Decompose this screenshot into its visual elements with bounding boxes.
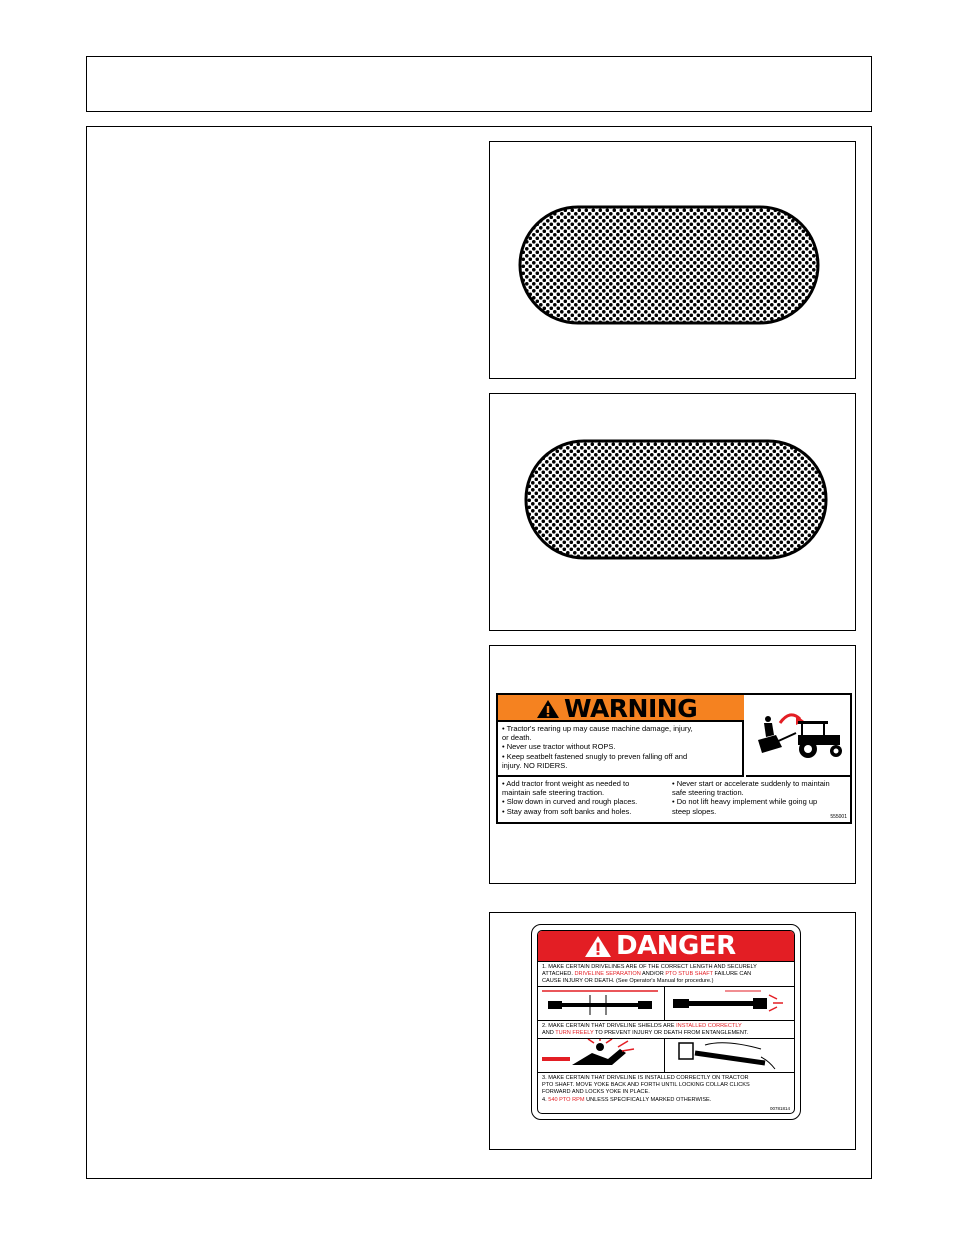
danger-text: UNLESS SPECIFICALLY MARKED OTHERWISE. <box>584 1097 712 1103</box>
danger-item-2-line-1: 2. MAKE CERTAIN THAT DRIVELINE SHIELDS A… <box>538 1023 794 1030</box>
danger-text: AND/OR <box>640 971 666 977</box>
driveline-icon <box>542 990 658 1015</box>
warning-left-line: • Slow down in curved and rough places. <box>502 797 638 807</box>
decal-panel-3: WARNING • Tractor's rearing up may cause… <box>489 645 856 884</box>
danger-text: AND <box>542 1030 556 1036</box>
entanglement-icon <box>542 1037 635 1065</box>
danger-title: DANGER <box>616 931 736 961</box>
danger-text: FORWARD AND LOCKS YOKE IN PLACE. <box>542 1089 650 1095</box>
warning-right-line: • Do not lift heavy implement while goin… <box>672 797 818 807</box>
danger-decal-code: 00781814 <box>769 1106 790 1111</box>
danger-text: FAILURE CAN <box>712 971 752 977</box>
danger-item-4-line-1: 4. 540 PTO RPM UNLESS SPECIFICALLY MARKE… <box>538 1097 794 1104</box>
driveline-shield-icon <box>678 1042 776 1070</box>
danger-text-red: DRIVELINE SEPARATION <box>574 971 641 977</box>
warning-decal-code: 555001 <box>830 814 847 820</box>
header-box <box>86 56 872 112</box>
danger-triangle-icon <box>585 936 611 957</box>
driveline-separation-pictogram <box>665 987 794 1020</box>
warning-line: • Tractor's rearing up may cause machine… <box>502 724 693 733</box>
danger-text: 4. <box>542 1097 549 1103</box>
danger-text: CAUSE INJURY OR DEATH. (See Operator's M… <box>542 978 714 984</box>
warning-left-line: • Add tractor front weight as needed to <box>502 779 630 788</box>
danger-text: 2. MAKE CERTAIN THAT DRIVELINE SHIELDS A… <box>542 1023 677 1029</box>
warning-triangle-icon <box>537 700 559 718</box>
warning-line: • Keep seatbelt fastened snugly to preve… <box>502 751 688 761</box>
danger-text-red: 540 PTO RPM <box>548 1097 585 1103</box>
driveline-separation-icon <box>673 990 783 1012</box>
driveline-length-pictogram <box>538 987 665 1020</box>
warning-right-text: • Never start or accelerate suddenly to … <box>668 778 852 822</box>
danger-text: 1. MAKE CERTAIN DRIVELINES ARE OF THE CO… <box>542 964 757 970</box>
danger-pictogram-row-1 <box>538 987 794 1021</box>
dotted-decal-placeholder-1 <box>518 205 820 325</box>
tractor-rearing-pictogram <box>746 695 852 777</box>
decal-panel-4: DANGER 1. MAKE CERTAIN DRIVELINES ARE OF… <box>489 912 856 1150</box>
danger-text-red: TURN FREELY <box>555 1030 594 1036</box>
danger-text: PTO SHAFT. MOVE YOKE BACK AND FORTH UNTI… <box>542 1082 750 1088</box>
warning-decal: WARNING • Tractor's rearing up may cause… <box>496 693 852 824</box>
danger-decal-inner: DANGER 1. MAKE CERTAIN DRIVELINES ARE OF… <box>537 930 795 1114</box>
danger-item-3-line-3: FORWARD AND LOCKS YOKE IN PLACE. <box>538 1089 794 1096</box>
warning-main-text: • Tractor's rearing up may cause machine… <box>498 722 744 777</box>
danger-item-1-line-1: 1. MAKE CERTAIN DRIVELINES ARE OF THE CO… <box>538 964 794 971</box>
warning-line: injury. NO RIDERS. <box>502 760 568 770</box>
danger-item-1-line-2: ATTACHED. DRIVELINE SEPARATION AND/OR PT… <box>538 971 794 978</box>
danger-divider <box>538 1021 794 1039</box>
warning-right-line: safe steering traction. <box>672 788 744 798</box>
danger-text: ATTACHED. <box>542 971 575 977</box>
warning-right-line: steep slopes. <box>672 806 717 816</box>
decal-panel-2 <box>489 393 856 631</box>
warning-left-text: • Add tractor front weight as needed to … <box>498 778 666 822</box>
warning-left-line: maintain safe steering traction. <box>502 788 605 798</box>
warning-title: WARNING <box>564 694 698 723</box>
danger-text-red: PTO STUB SHAFT <box>665 971 713 977</box>
shield-pictogram <box>665 1039 794 1072</box>
warning-left-line: • Stay away from soft banks and holes. <box>502 806 632 816</box>
warning-line: or death. <box>502 733 532 743</box>
danger-item-1-line-3: CAUSE INJURY OR DEATH. (See Operator's M… <box>538 978 794 985</box>
danger-header: DANGER <box>538 931 794 962</box>
decal-panel-1 <box>489 141 856 379</box>
danger-decal: DANGER 1. MAKE CERTAIN DRIVELINES ARE OF… <box>531 924 801 1120</box>
danger-item-3-line-1: 3. MAKE CERTAIN THAT DRIVELINE IS INSTAL… <box>538 1075 794 1082</box>
danger-pictogram-row-2 <box>538 1037 794 1073</box>
danger-item-3-line-2: PTO SHAFT. MOVE YOKE BACK AND FORTH UNTI… <box>538 1082 794 1089</box>
dotted-decal-placeholder-2 <box>524 439 828 560</box>
warning-line: • Never use tractor without ROPS. <box>502 742 616 752</box>
danger-divider <box>538 931 794 987</box>
danger-text: TO PREVENT INJURY OR DEATH FROM ENTANGLE… <box>593 1030 749 1036</box>
danger-text-red: INSTALLED CORRECTLY <box>676 1023 742 1029</box>
danger-text: 3. MAKE CERTAIN THAT DRIVELINE IS INSTAL… <box>542 1075 749 1081</box>
entanglement-pictogram <box>538 1037 665 1072</box>
warning-header: WARNING <box>498 695 744 722</box>
tractor-icon <box>758 713 842 758</box>
danger-item-2-line-2: AND TURN FREELY TO PREVENT INJURY OR DEA… <box>538 1030 794 1037</box>
warning-right-line: • Never start or accelerate suddenly to … <box>672 779 830 788</box>
